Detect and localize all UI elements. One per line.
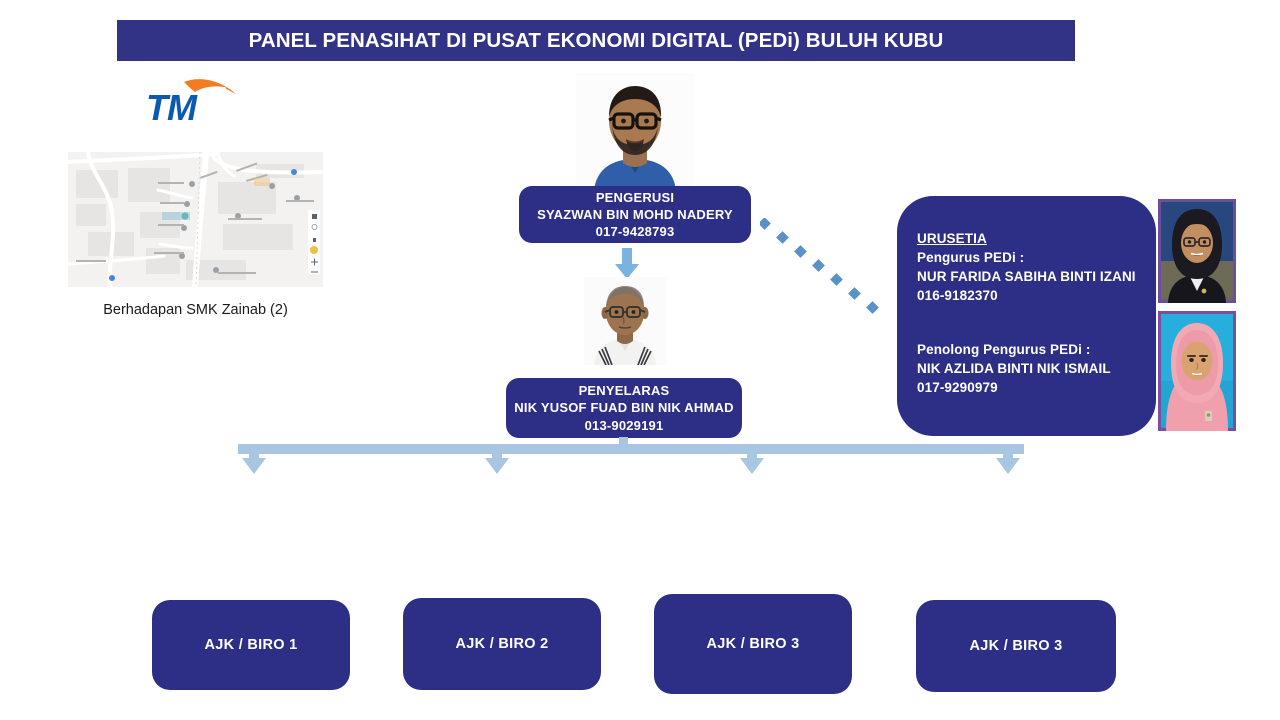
committee-box-4[interactable]: AJK / BIRO 3 [916, 600, 1116, 692]
coordinator-photo [584, 277, 666, 365]
manager-photo [1158, 199, 1236, 303]
committee-label-2: AJK / BIRO 2 [455, 636, 549, 652]
assistant-manager-role: Penolong Pengurus PEDi : [917, 341, 1091, 357]
assistant-manager-phone: 017-9290979 [917, 379, 998, 395]
committee-label-1: AJK / BIRO 1 [204, 637, 298, 653]
manager-role: Pengurus PEDi : [917, 250, 1025, 266]
spacer [917, 306, 1152, 340]
bar-connector-stub [619, 437, 628, 446]
location-map[interactable] [68, 152, 323, 287]
arrow-to-committee-4-icon [992, 444, 1024, 476]
manager-name: NUR FARIDA SABIHA BINTI IZANI [917, 269, 1136, 285]
arrow-chairman-to-coordinator-icon [612, 248, 642, 280]
arrow-to-committee-3-icon [736, 444, 768, 476]
committee-box-2[interactable]: AJK / BIRO 2 [403, 598, 601, 690]
committee-box-1[interactable]: AJK / BIRO 1 [152, 600, 350, 690]
committee-label-4: AJK / BIRO 3 [969, 638, 1063, 654]
assistant-manager-name: NIK AZLIDA BINTI NIK ISMAIL [917, 360, 1111, 376]
committee-box-3[interactable]: AJK / BIRO 3 [654, 594, 852, 694]
page-title: PANEL PENASIHAT DI PUSAT EKONOMI DIGITAL… [248, 28, 944, 52]
coordinator-phone: 013-9029191 [584, 417, 664, 433]
chairman-node[interactable]: PENGERUSI SYAZWAN BIN MOHD NADERY 017-94… [519, 186, 751, 243]
chairman-photo [576, 73, 694, 191]
assistant-manager-photo [1158, 311, 1236, 431]
committee-label-3: AJK / BIRO 3 [706, 636, 800, 652]
chairman-role: PENGERUSI [595, 189, 675, 205]
manager-phone: 016-9182370 [917, 288, 998, 304]
tm-logo: TM [140, 78, 250, 130]
coordinator-role: PENYELARAS [578, 383, 670, 399]
coordinator-node[interactable]: PENYELARAS NIK YUSOF FUAD BIN NIK AHMAD … [506, 378, 742, 438]
chairman-name: SYAZWAN BIN MOHD NADERY [537, 206, 733, 222]
secretariat-panel[interactable]: URUSETIA Pengurus PEDi : NUR FARIDA SABI… [897, 196, 1156, 436]
arrow-to-committee-2-icon [481, 444, 513, 476]
secretariat-heading: URUSETIA [917, 231, 987, 246]
secretariat-text-block: URUSETIA Pengurus PEDi : NUR FARIDA SABI… [917, 229, 1152, 397]
svg-text:TM: TM [146, 87, 198, 128]
page-title-banner: PANEL PENASIHAT DI PUSAT EKONOMI DIGITAL… [117, 20, 1075, 61]
dotted-connector-chairman-to-secretariat [758, 217, 910, 338]
map-caption: Berhadapan SMK Zainab (2) [103, 302, 288, 318]
chairman-phone: 017-9428793 [595, 224, 675, 240]
arrow-to-committee-1-icon [238, 444, 270, 476]
distribution-bar [238, 444, 1024, 454]
coordinator-name: NIK YUSOF FUAD BIN NIK AHMAD [514, 400, 734, 416]
